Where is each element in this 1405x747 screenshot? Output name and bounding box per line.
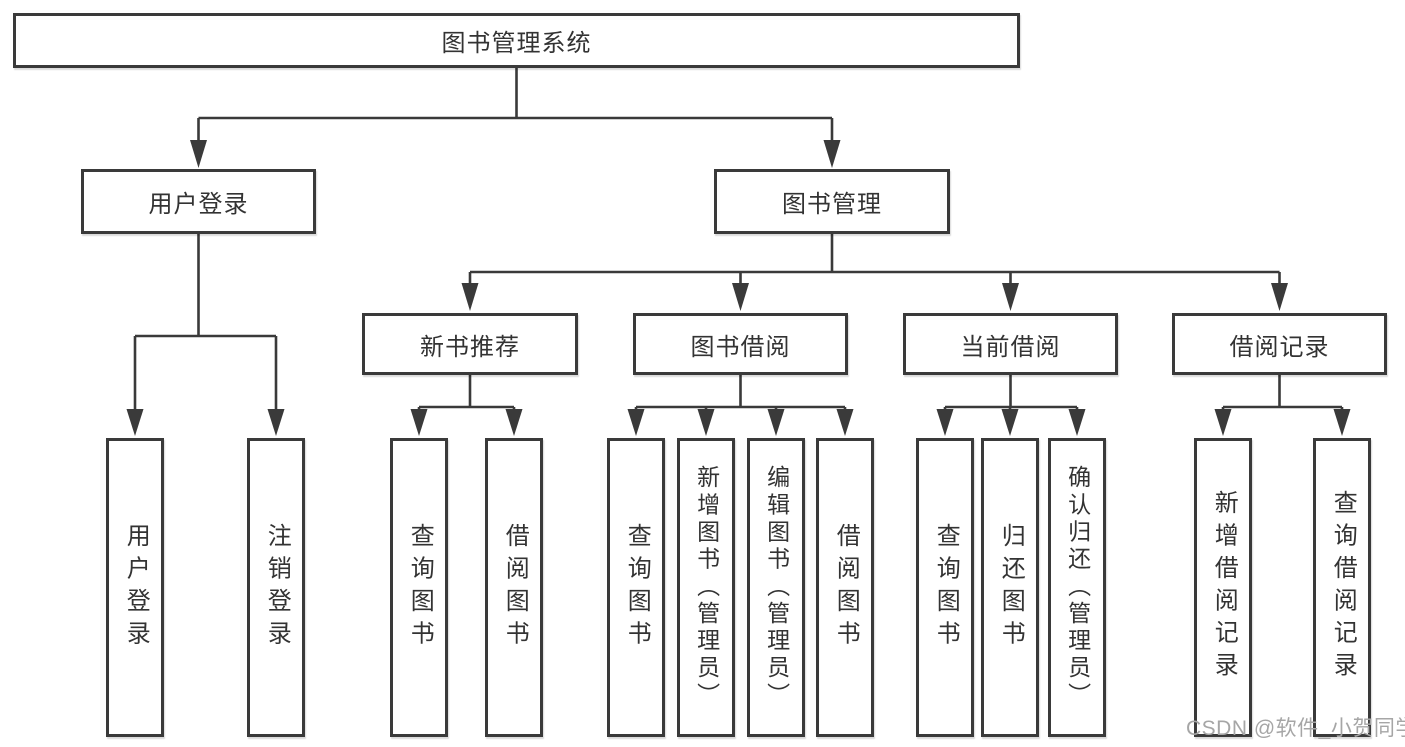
node-book-borrow: 图书借阅 xyxy=(633,313,848,375)
leaf-add-borrow-record: 新增借阅记录 xyxy=(1194,438,1252,737)
leaf-query-book-borrow-label: 查询图书 xyxy=(623,522,651,653)
leaf-user-login: 用户登录 xyxy=(106,438,164,737)
leaf-logout-login: 注销登录 xyxy=(247,438,305,737)
leaf-logout-login-label: 注销登录 xyxy=(263,522,291,653)
leaf-add-book-admin: 新增图书（管理员） xyxy=(677,438,735,737)
leaf-edit-book-admin: 编辑图书（管理员） xyxy=(747,438,805,737)
node-new-book-recommend: 新书推荐 xyxy=(362,313,578,375)
leaf-user-login-label: 用户登录 xyxy=(122,522,150,653)
leaf-query-borrow-record-label: 查询借阅记录 xyxy=(1329,490,1357,685)
node-borrow-records: 借阅记录 xyxy=(1172,313,1387,375)
leaf-borrow-book-label: 借阅图书 xyxy=(832,522,860,653)
leaf-borrow-book-recommend-label: 借阅图书 xyxy=(501,522,529,653)
leaf-return-book: 归还图书 xyxy=(981,438,1039,737)
node-root-label: 图书管理系统 xyxy=(441,30,592,57)
node-borrow-records-label: 借阅记录 xyxy=(1229,333,1330,361)
node-new-book-recommend-label: 新书推荐 xyxy=(420,333,520,361)
node-current-borrow-label: 当前借阅 xyxy=(960,333,1061,361)
arrowheads xyxy=(126,140,1351,436)
node-book-borrow-label: 图书借阅 xyxy=(690,333,791,361)
leaf-return-book-label: 归还图书 xyxy=(997,522,1025,653)
leaf-add-borrow-record-label: 新增借阅记录 xyxy=(1210,490,1238,685)
leaf-confirm-return-admin: 确认归还（管理员） xyxy=(1048,438,1106,737)
leaf-borrow-book-recommend: 借阅图书 xyxy=(485,438,543,737)
leaf-query-book-recommend: 查询图书 xyxy=(390,438,448,737)
leaf-query-book-recommend-label: 查询图书 xyxy=(406,522,434,653)
leaf-query-book-current: 查询图书 xyxy=(916,438,974,737)
leaf-add-book-admin-label: 新增图书（管理员） xyxy=(693,465,720,710)
node-user-login: 用户登录 xyxy=(81,169,316,234)
leaf-borrow-book: 借阅图书 xyxy=(816,438,874,737)
node-root: 图书管理系统 xyxy=(13,13,1020,68)
leaf-query-borrow-record: 查询借阅记录 xyxy=(1313,438,1371,737)
leaf-edit-book-admin-label: 编辑图书（管理员） xyxy=(763,465,790,710)
node-book-management: 图书管理 xyxy=(714,169,950,234)
node-book-management-label: 图书管理 xyxy=(782,191,882,218)
leaf-query-book-borrow: 查询图书 xyxy=(607,438,665,737)
node-current-borrow: 当前借阅 xyxy=(903,313,1118,375)
node-user-login-label: 用户登录 xyxy=(148,191,249,218)
leaf-query-book-current-label: 查询图书 xyxy=(932,522,960,653)
watermark: CSDN @软件_小贺同学 xyxy=(1186,717,1405,740)
leaf-confirm-return-admin-label: 确认归还（管理员） xyxy=(1064,465,1091,710)
